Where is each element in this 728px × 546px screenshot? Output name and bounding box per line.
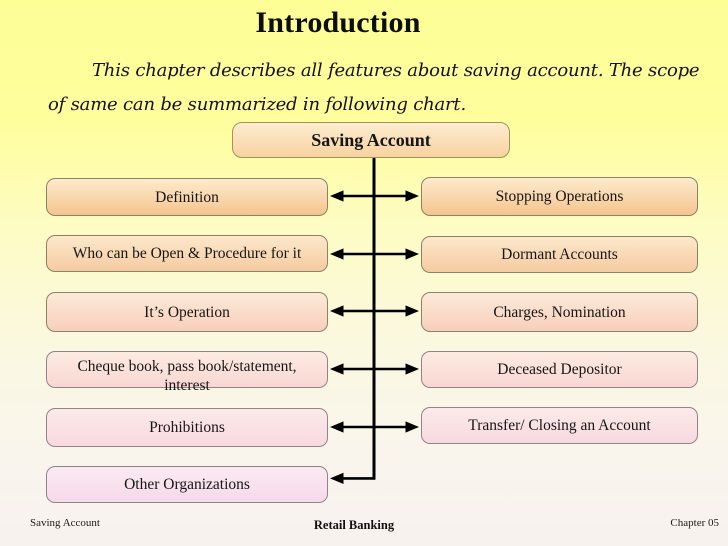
footer-chapter-number: Chapter 05 xyxy=(670,517,719,529)
flow-node-its-operation: It’s Operation xyxy=(46,292,328,332)
footer-course-title: Retail Banking xyxy=(313,518,395,532)
flow-node-saving-account: Saving Account xyxy=(232,122,510,158)
flow-node-label: Other Organizations xyxy=(124,476,250,493)
flow-node-label: Saving Account xyxy=(311,129,431,150)
subtitle-line-1: This chapter describes all features abou… xyxy=(92,60,700,81)
footer-slide-topic: Saving Account xyxy=(30,517,100,529)
flow-node-label: Prohibitions xyxy=(149,419,225,436)
flow-node-definition: Definition xyxy=(46,178,328,216)
flow-node-label: Stopping Operations xyxy=(495,188,624,205)
flow-node-label: Dormant Accounts xyxy=(501,246,618,263)
flow-node-stopping-operations: Stopping Operations xyxy=(421,177,698,216)
flow-node-other-organizations: Other Organizations xyxy=(46,466,328,503)
flow-node-label: Definition xyxy=(155,188,219,206)
flow-node-who-can-open: Who can be Open & Procedure for it xyxy=(46,235,328,272)
flow-node-cheque-book: Cheque book, pass book/statement, intere… xyxy=(46,351,328,394)
flow-node-dormant-accounts: Dormant Accounts xyxy=(421,236,698,273)
subtitle-line-2: of same can be summarized in following c… xyxy=(48,94,466,115)
flow-node-label: Cheque book, pass book/statement, intere… xyxy=(77,358,297,394)
flow-node-label: Who can be Open & Procedure for it xyxy=(72,245,302,262)
slide-title: Introduction xyxy=(255,6,421,39)
flow-node-label: It’s Operation xyxy=(144,303,230,321)
flow-node-prohibitions: Prohibitions xyxy=(46,408,328,447)
flow-node-label: Charges, Nomination xyxy=(493,303,626,321)
slide-subtitle: This chapter describes all features abou… xyxy=(48,54,724,122)
flow-node-charges-nomination: Charges, Nomination xyxy=(421,292,698,332)
flow-node-deceased-depositor: Deceased Depositor xyxy=(421,351,698,388)
flow-node-label: Deceased Depositor xyxy=(497,361,622,378)
flow-node-label: Transfer/ Closing an Account xyxy=(468,417,651,434)
flow-node-transfer-closing: Transfer/ Closing an Account xyxy=(421,407,698,444)
